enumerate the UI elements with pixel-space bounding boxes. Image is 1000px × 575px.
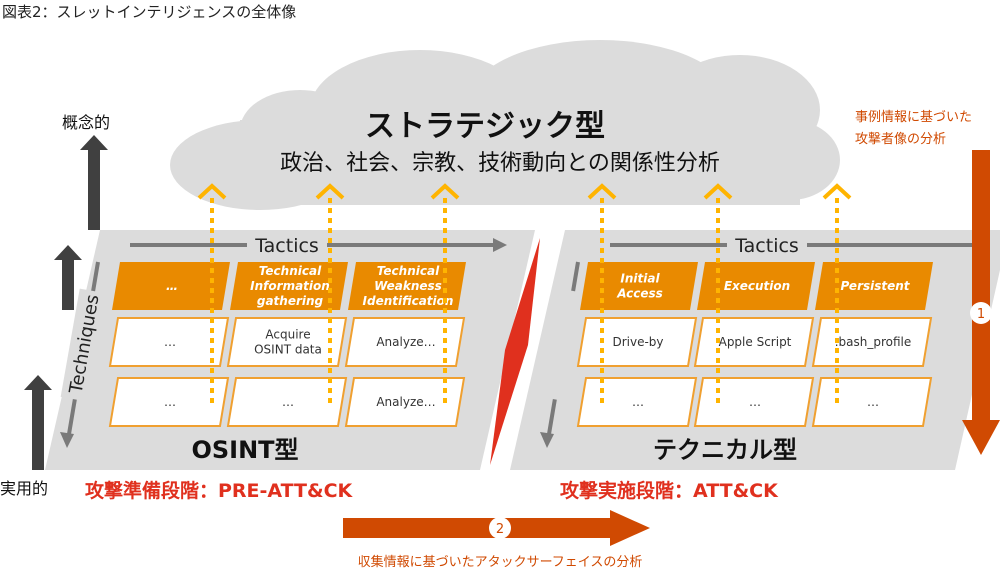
technique-text: .bash_profile — [835, 335, 912, 349]
technique-text: … — [867, 395, 879, 409]
panel-name: OSINT型 — [191, 436, 298, 464]
arrow-down-icon — [60, 432, 74, 448]
tactic-header-text: Identification — [363, 294, 454, 308]
tactic-header-text: Weakness — [374, 279, 442, 293]
technique-cell[interactable] — [108, 377, 230, 427]
technique-text: Drive-by — [612, 335, 663, 349]
strategic-cloud — [170, 40, 840, 210]
practical-label: 実用的 — [0, 479, 48, 498]
tactic-header-text: … — [166, 279, 178, 293]
tactic-header[interactable] — [230, 262, 348, 310]
technique-text: Analyze… — [376, 335, 435, 349]
technique-cell[interactable] — [344, 317, 466, 367]
tactic-header[interactable] — [815, 262, 933, 310]
tactic-header-text: gathering — [257, 294, 324, 308]
techniques-label-bg — [60, 288, 106, 402]
chevron-up-icon — [587, 183, 617, 200]
technique-text: … — [164, 335, 176, 349]
flow1-badge — [970, 302, 992, 324]
technique-text: Apple Script — [719, 335, 792, 349]
chevron-up-icon — [703, 183, 733, 200]
chevron-up-icon — [822, 183, 852, 200]
technique-cell[interactable] — [344, 377, 466, 427]
arrow-up-icon — [24, 375, 52, 470]
stage-label: 攻撃準備段階：PRE-ATT&CK — [85, 479, 354, 502]
cloud-title: ストラテジック型 — [365, 109, 605, 144]
panel-name: テクニカル型 — [653, 436, 797, 464]
stage-label: 攻撃実施段階：ATT&CK — [560, 479, 779, 502]
tactic-header-text: Persistent — [840, 279, 910, 293]
chevron-up-icon — [197, 183, 227, 200]
dark-arrows — [24, 135, 108, 470]
tactic-header-text: Access — [616, 287, 663, 301]
technique-text: … — [749, 395, 761, 409]
chevron-up-icon — [315, 183, 345, 200]
cloud-subtitle: 政治、社会、宗教、技術動向との関係性分析 — [280, 151, 720, 176]
conceptual-label: 概念的 — [62, 113, 110, 132]
tactic-header-text: Initial — [620, 272, 660, 286]
chevron-up-icon — [430, 183, 460, 200]
tactic-header[interactable] — [580, 262, 698, 310]
techniques-label-bg — [540, 288, 586, 402]
technique-cell[interactable] — [811, 377, 933, 427]
tactic-header[interactable] — [697, 262, 815, 310]
flow2-number: 2 — [496, 522, 504, 537]
tactics-label: Tactics — [734, 235, 799, 257]
tactic-header-text: Execution — [724, 279, 790, 293]
technique-cell[interactable] — [811, 317, 933, 367]
technique-text: … — [164, 395, 176, 409]
technique-text: … — [282, 395, 294, 409]
technique-cell[interactable] — [693, 317, 815, 367]
tactic-header-text: Technical — [259, 264, 322, 278]
flow2-badge — [489, 517, 511, 539]
technique-text: OSINT data — [254, 343, 322, 357]
technique-text: Acquire — [265, 328, 310, 342]
tactic-header[interactable] — [112, 262, 230, 310]
tactics-label-bg — [247, 233, 327, 255]
arrow-right-icon — [493, 238, 507, 252]
technique-text: … — [632, 395, 644, 409]
figure-title: 図表2：スレットインテリジェンスの全体像 — [2, 3, 296, 21]
flow2-label: 収集情報に基づいたアタックサーフェイスの分析 — [358, 554, 643, 570]
technique-cell[interactable] — [226, 317, 348, 367]
technique-text: Analyze… — [376, 395, 435, 409]
flow1-label-1: 事例情報に基づいた — [855, 110, 972, 125]
tactics-label-bg — [727, 233, 807, 255]
technique-cell[interactable] — [108, 317, 230, 367]
tactic-header[interactable] — [348, 262, 466, 310]
technique-cell[interactable] — [576, 317, 698, 367]
technique-cell[interactable] — [226, 377, 348, 427]
arrow-down-icon — [540, 432, 554, 448]
tactics-label: Tactics — [254, 235, 319, 257]
arrow-up-icon — [54, 245, 82, 310]
tactic-header-text: Information — [250, 279, 330, 293]
flow1-number: 1 — [977, 307, 985, 322]
technique-cell[interactable] — [693, 377, 815, 427]
arrow-up-icon — [80, 135, 108, 230]
tactic-header-text: Technical — [377, 264, 440, 278]
lightning-divider — [490, 238, 540, 465]
technique-cell[interactable] — [576, 377, 698, 427]
flow1-label-2: 攻撃者像の分析 — [855, 131, 946, 147]
